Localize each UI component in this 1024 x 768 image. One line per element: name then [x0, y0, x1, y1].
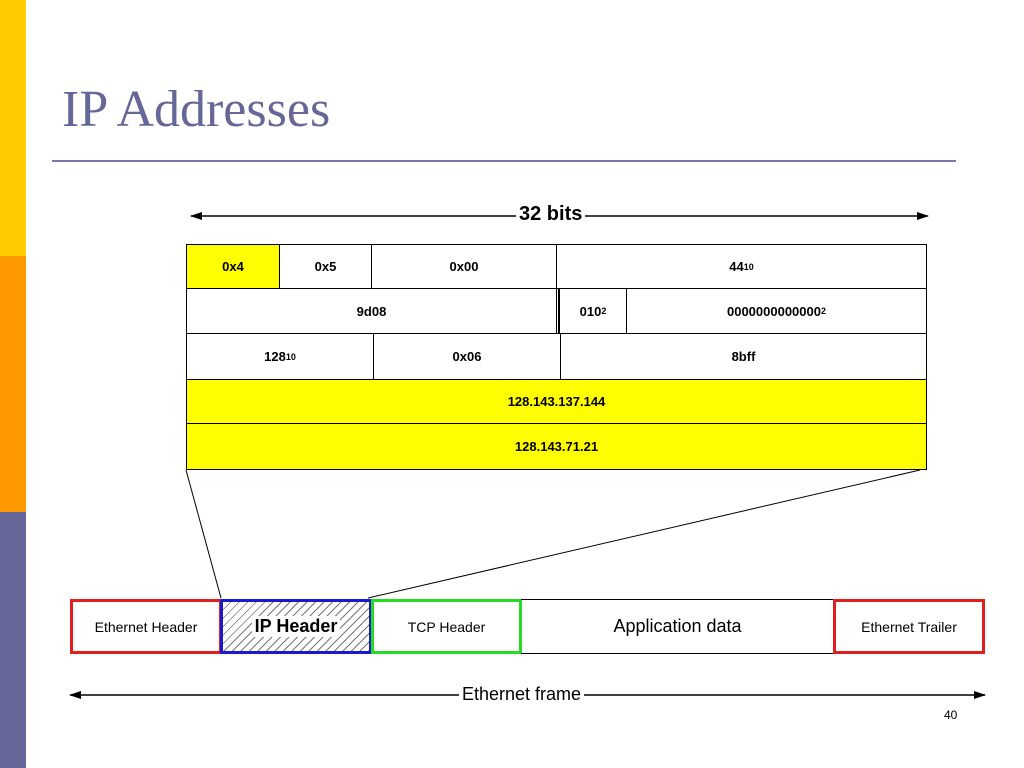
frame-ethernet-header: Ethernet Header — [70, 599, 222, 654]
frame-part-label: IP Header — [251, 616, 341, 637]
title-underline — [52, 160, 956, 162]
field-value: 0x00 — [449, 259, 479, 274]
field-value: 0x5 — [314, 259, 337, 274]
frame-part-label: Ethernet Trailer — [861, 618, 957, 635]
field-destination-address: 128.143.71.21 — [186, 423, 927, 470]
field-value: 128.143.71.21 — [514, 439, 599, 454]
sidebar-bar-top — [0, 0, 26, 256]
field-value: 44 — [729, 259, 744, 274]
field-protocol: 0x06 — [373, 333, 561, 380]
frame-part-label: Application data — [613, 616, 742, 636]
field-value: 9d08 — [356, 303, 387, 319]
frame-ethernet-trailer: Ethernet Trailer — [833, 599, 985, 654]
field-source-address: 128.143.137.144 — [186, 379, 927, 424]
field-value: 128 — [264, 349, 286, 364]
frame-part-label: TCP Header — [407, 618, 486, 635]
zoom-line-right — [367, 469, 921, 599]
page-number: 40 — [944, 708, 958, 722]
frame-ip-header: IP Header — [220, 599, 372, 654]
field-value: 0000000000000 — [726, 303, 821, 319]
frame-label: Ethernet frame — [459, 684, 585, 705]
field-value: 8bff — [731, 349, 756, 364]
width-label: 32 bits — [516, 203, 586, 226]
frame-application-data: Application data — [521, 599, 834, 654]
sidebar-bar-middle — [0, 256, 26, 512]
zoom-line-left — [185, 469, 222, 599]
sidebar-bar-bottom — [0, 512, 26, 768]
field-value: 128.143.137.144 — [507, 394, 606, 409]
page-title: IP Addresses — [62, 81, 331, 138]
field-checksum: 8bff — [560, 333, 927, 380]
field-value: 0x06 — [452, 349, 482, 364]
field-header-length: 0x5 — [279, 244, 372, 289]
field-value: 010 — [579, 303, 602, 319]
frame-tcp-header: TCP Header — [371, 599, 522, 654]
frame-part-label: Ethernet Header — [94, 618, 198, 635]
field-tos: 0x00 — [371, 244, 557, 289]
field-value: 0x4 — [222, 259, 244, 274]
field-version: 0x4 — [186, 244, 280, 289]
field-identification: 9d08 — [186, 288, 557, 334]
